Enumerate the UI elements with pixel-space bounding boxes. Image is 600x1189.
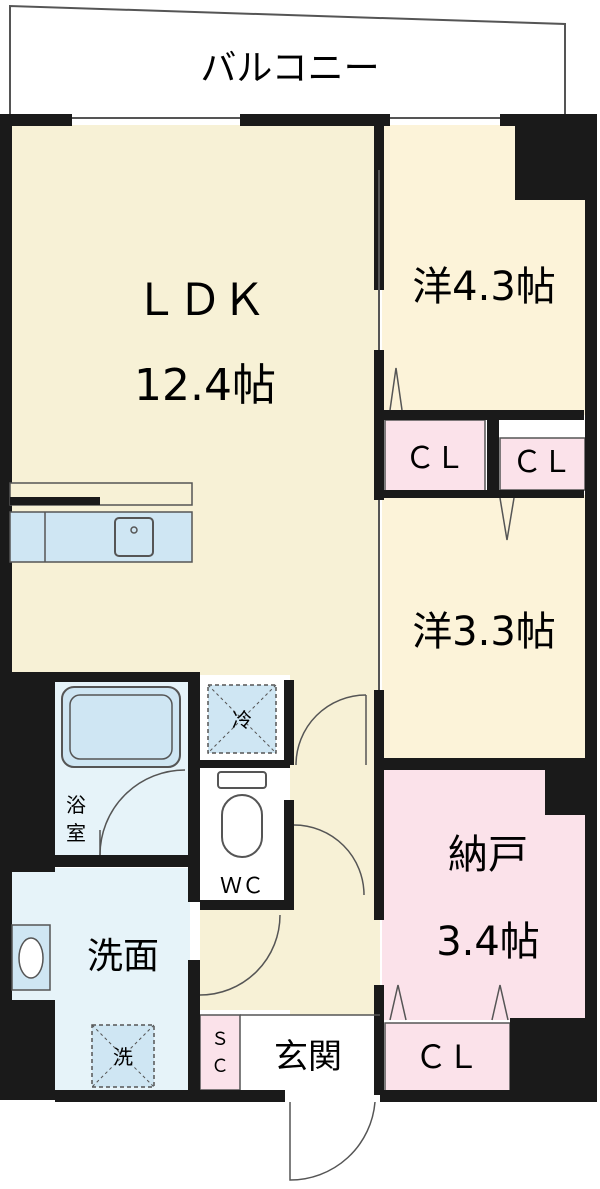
washroom-door-swing (199, 914, 281, 996)
storage-size-label: 3.4帖 (436, 919, 540, 965)
western2-label: 洋3.3帖 (412, 609, 556, 655)
western1-label: 洋4.3帖 (412, 264, 556, 310)
wall-wash-right (188, 960, 200, 1095)
bath-door-swing (99, 769, 186, 856)
wall-ldk-closet (374, 350, 384, 500)
wall-closet-mid (487, 418, 499, 498)
entry-hall-lower (200, 900, 380, 1010)
wall-toilet-right (284, 800, 294, 910)
wall-fridge-right (284, 680, 294, 765)
closet3-box (384, 1022, 511, 1092)
basin-icon (18, 937, 44, 979)
toilet-tank-icon (217, 771, 267, 789)
shoe-cabinet-label-top: Ｓ (211, 1029, 229, 1050)
wall-top-left (0, 114, 72, 126)
closet2-label: ＣＬ (512, 445, 572, 480)
corner-column-top (515, 120, 597, 200)
closet2-door-mark (499, 497, 515, 541)
toilet-seat-icon (221, 794, 263, 858)
shoe-cabinet-label-bottom: Ｃ (211, 1056, 229, 1077)
wall-bottom-left (55, 1090, 285, 1102)
fridge-label: 冷 (232, 708, 252, 732)
hall-door-swing (295, 694, 367, 766)
western2-floor (382, 495, 587, 760)
toilet-door-swing (293, 824, 365, 896)
wall-bath-wash (55, 855, 190, 867)
closet1-label: ＣＬ (405, 441, 465, 476)
sink-icon (114, 517, 154, 557)
closet1-door-mark (389, 367, 403, 411)
wall-right (585, 114, 597, 1099)
storage-label: 納戸 (448, 832, 528, 878)
wall-bath-top (10, 672, 200, 682)
corner-column-mid (545, 770, 597, 815)
fridge-cross-b (207, 684, 277, 754)
closet1-box (384, 419, 486, 493)
wall-bath-left (10, 672, 55, 872)
ldk-label: ＬＤＫ (134, 275, 266, 326)
ldk-floor (10, 125, 380, 675)
shoe-cabinet-box (199, 1014, 241, 1091)
entrance-floor (240, 1015, 380, 1090)
wall-storage-left-low (374, 985, 384, 1095)
closet3-door-mark-b (491, 984, 509, 1021)
closet3-label: ＣＬ (415, 1038, 479, 1076)
washroom-label: 洗面 (87, 936, 159, 977)
ldk-size-label: 12.4帖 (134, 360, 276, 411)
wall-left (0, 114, 12, 1090)
bathtub-inner-icon (69, 694, 173, 760)
wall-west2-storage (382, 758, 585, 770)
wall-toilet-top (200, 760, 290, 768)
wall-notch-left (0, 1000, 55, 1100)
wall-closet-divider (384, 410, 584, 420)
wall-closet-bottom (384, 490, 584, 498)
balcony-outline (9, 4, 566, 120)
wall-bath-right (188, 672, 200, 902)
washer-cross-b (91, 1024, 155, 1088)
bathtub-icon (61, 686, 181, 768)
wall-storage-left (374, 690, 384, 920)
wall-toilet-bottom (200, 900, 290, 910)
entrance-door-swing (289, 1101, 376, 1181)
wall-top-mid (240, 114, 390, 126)
closet3-door-mark-a (389, 984, 407, 1021)
kitchen-counter (9, 511, 193, 563)
kitchen-counter-cap (10, 497, 100, 505)
bath-label-top: 浴 (66, 793, 86, 817)
corner-column-bottom (510, 1018, 597, 1100)
entrance-label: 玄関 (274, 1037, 342, 1077)
sink-drain-icon (130, 526, 138, 534)
balcony-label: バルコニー (200, 48, 379, 89)
washer-label: 洗 (113, 1045, 133, 1069)
toilet-label: ＷＣ (220, 874, 264, 899)
bath-label-bottom: 室 (66, 821, 86, 845)
